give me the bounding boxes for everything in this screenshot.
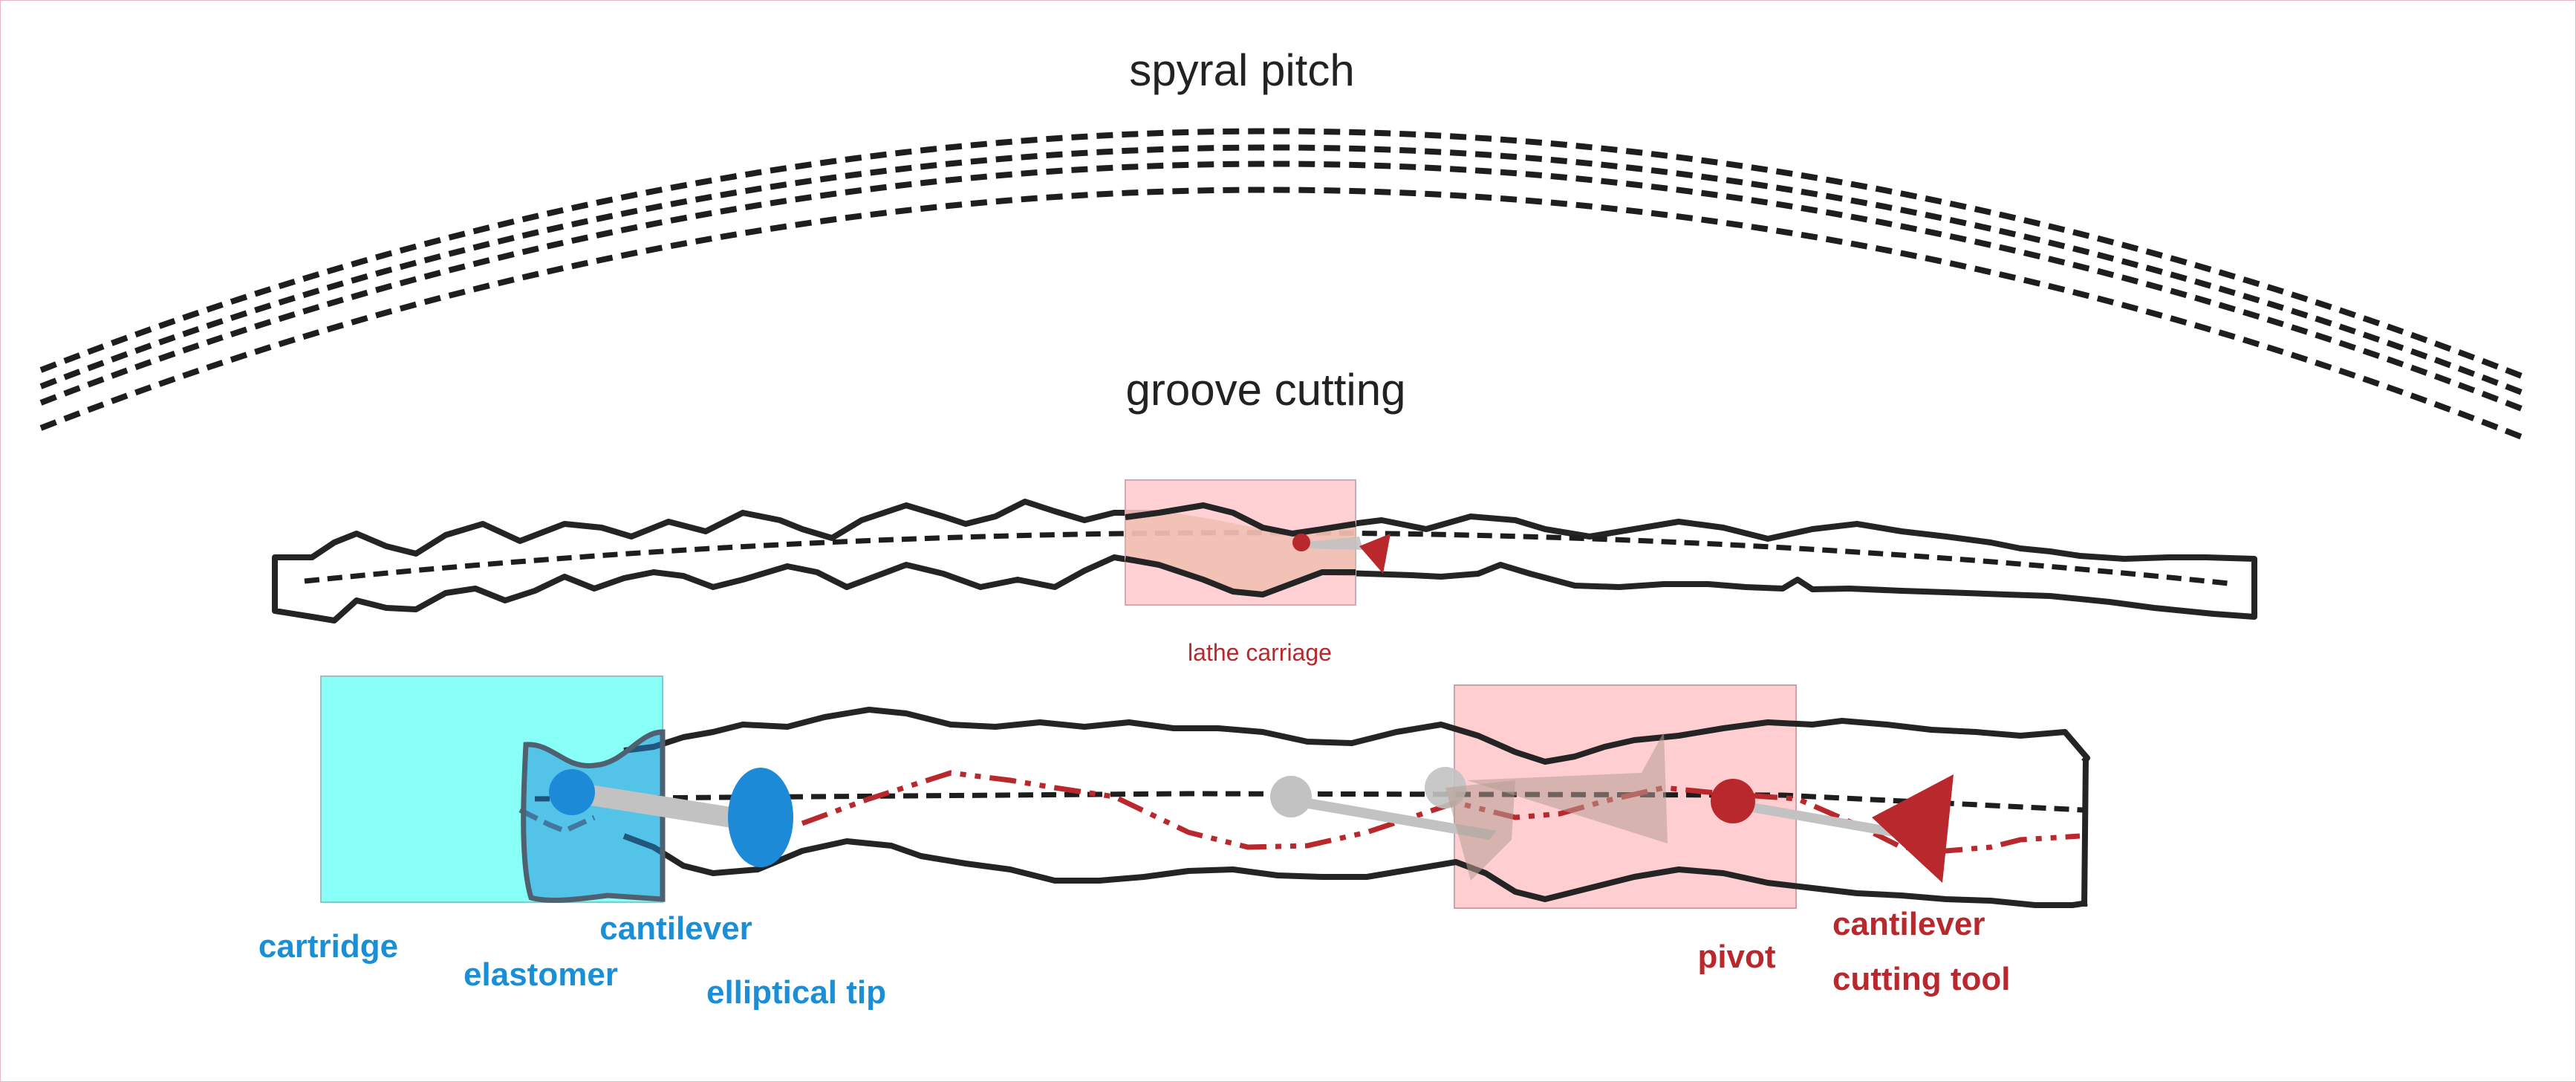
cantilever-red-label: cantilever [1832, 906, 1985, 942]
cartridge-cantilever [572, 782, 750, 831]
cut-groove [272, 499, 2257, 623]
playback-groove-lower-wall [622, 833, 2088, 908]
spiral-arc-1 [39, 128, 2527, 380]
spiral-arc-2 [39, 144, 2527, 397]
spiral-pitch-title: spyral pitch [1129, 45, 1354, 95]
cutting-tool-icon [1872, 774, 1954, 883]
cartridge-label: cartridge [258, 928, 398, 965]
spiral-pitch-arcs [39, 128, 2527, 441]
cut-groove-outline-overlay-lower [1125, 556, 1356, 597]
small-cutting-tool-icon [1359, 534, 1391, 574]
small-pivot-icon [1292, 534, 1310, 551]
cut-groove-outline-overlay [1125, 502, 1356, 537]
small-cantilever [1301, 537, 1363, 550]
cutter-shadow-triangle-1 [1445, 780, 1515, 881]
playback-groove-end [2081, 757, 2089, 907]
lathe-carriage-label: lathe carriage [1188, 639, 1332, 666]
cut-groove-outline [272, 499, 2257, 623]
pivot-label: pivot [1697, 939, 1775, 975]
cutter-main-cantilever [1731, 799, 1902, 838]
pivot-icon [1711, 779, 1755, 823]
cutting-tool-label: cutting tool [1832, 961, 2011, 997]
cutter-cantilever [1291, 795, 1497, 840]
cutter-rear-pivot-icon [1270, 776, 1312, 817]
spiral-arc-3 [39, 161, 2527, 413]
playback-groove-upper-wall [623, 707, 2090, 765]
cantilever-blue-label: cantilever [599, 910, 752, 947]
elliptical-tip-icon [728, 768, 793, 867]
cutter-shadow-triangle-2 [1467, 732, 1668, 843]
groove-cutting-title: groove cutting [1126, 365, 1406, 415]
elastomer-icon [549, 769, 595, 815]
spiral-arc-4 [39, 187, 2527, 441]
elastomer-label: elastomer [464, 956, 618, 993]
elliptical-tip-label: elliptical tip [706, 974, 886, 1011]
